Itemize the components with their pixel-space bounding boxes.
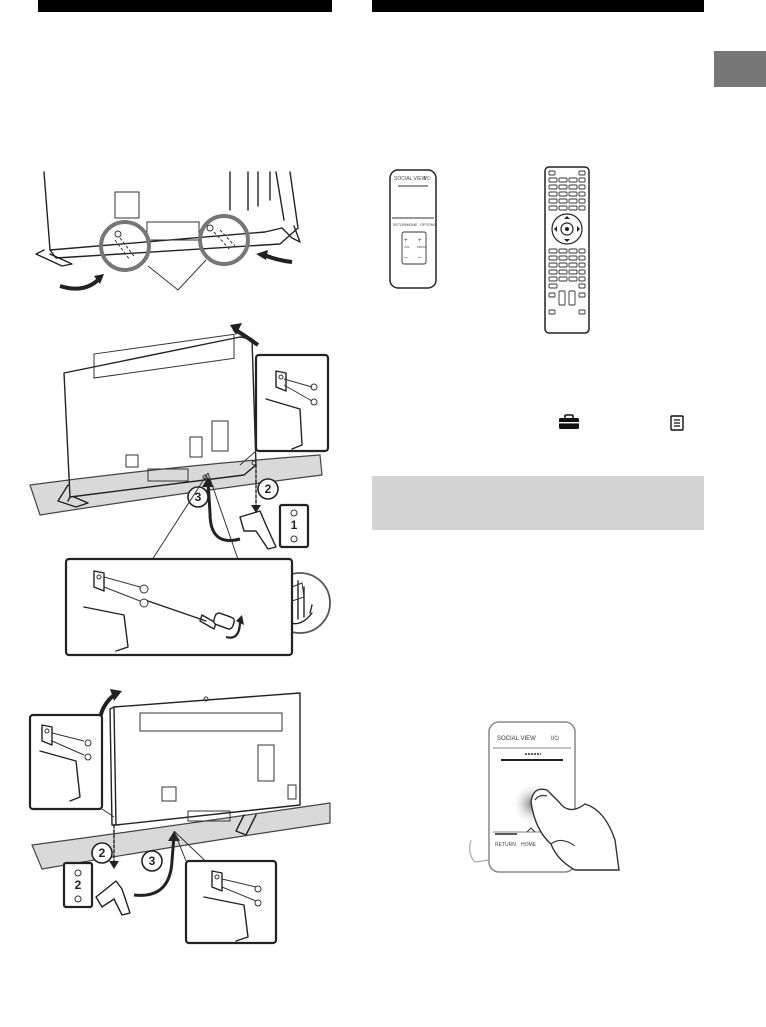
hand-demo-social-view-label: SOCIAL VIEW [497, 736, 536, 742]
toolbox-icon [559, 414, 579, 429]
svg-text:–: – [418, 255, 422, 261]
svg-text:+: + [404, 238, 408, 244]
part-1-label: 1 [291, 518, 298, 532]
step-2-badge-b: 2 [99, 846, 106, 860]
part-2-label: 2 [75, 878, 82, 892]
hand-demo-power-label: I/⏻ [551, 735, 559, 742]
step-2-badge: 2 [265, 482, 272, 496]
header-bar-right [372, 0, 704, 12]
header-bar-left [38, 0, 332, 12]
touchpad-gesture-figure: SOCIAL VIEW I/⏻ RETURN HOME [469, 721, 620, 873]
touchpad-power-label: I/⏻ [424, 176, 431, 182]
attach-stand-part-2-figure: 2 2 3 [28, 689, 331, 945]
svg-text:–: – [404, 255, 408, 261]
rotate-arrow-icon [225, 620, 242, 639]
hand-demo-return-label: RETURN [495, 842, 516, 848]
options-list-icon [670, 415, 684, 431]
screwdriver-icon [212, 612, 236, 630]
touchpad-options-label: OPTIONS [420, 223, 436, 227]
step-3-badge-b: 3 [149, 854, 156, 868]
note-box [372, 476, 704, 530]
touchpad-social-view-label: SOCIAL VIEW [394, 176, 427, 182]
touchpad-prog-label: PROG [417, 245, 427, 249]
touchpad-home-label: HOME [407, 223, 418, 227]
standard-remote [544, 166, 590, 334]
touchpad-remote: SOCIAL VIEW I/⏻ RETURN HOME OPTIONS + + … [389, 169, 437, 289]
svg-text:+: + [418, 238, 422, 244]
step-3-badge: 3 [195, 490, 202, 504]
touchpad-vol-label: VOL [404, 245, 410, 249]
attach-stand-part-1-figure: 1 2 3 [29, 323, 331, 657]
hand-demo-home-label: HOME [521, 842, 537, 848]
remote-button-grid [548, 170, 586, 211]
language-side-tab [714, 51, 766, 87]
stand-rotate-figure [35, 171, 301, 291]
touchpad-return-label: RETURN [393, 223, 408, 227]
